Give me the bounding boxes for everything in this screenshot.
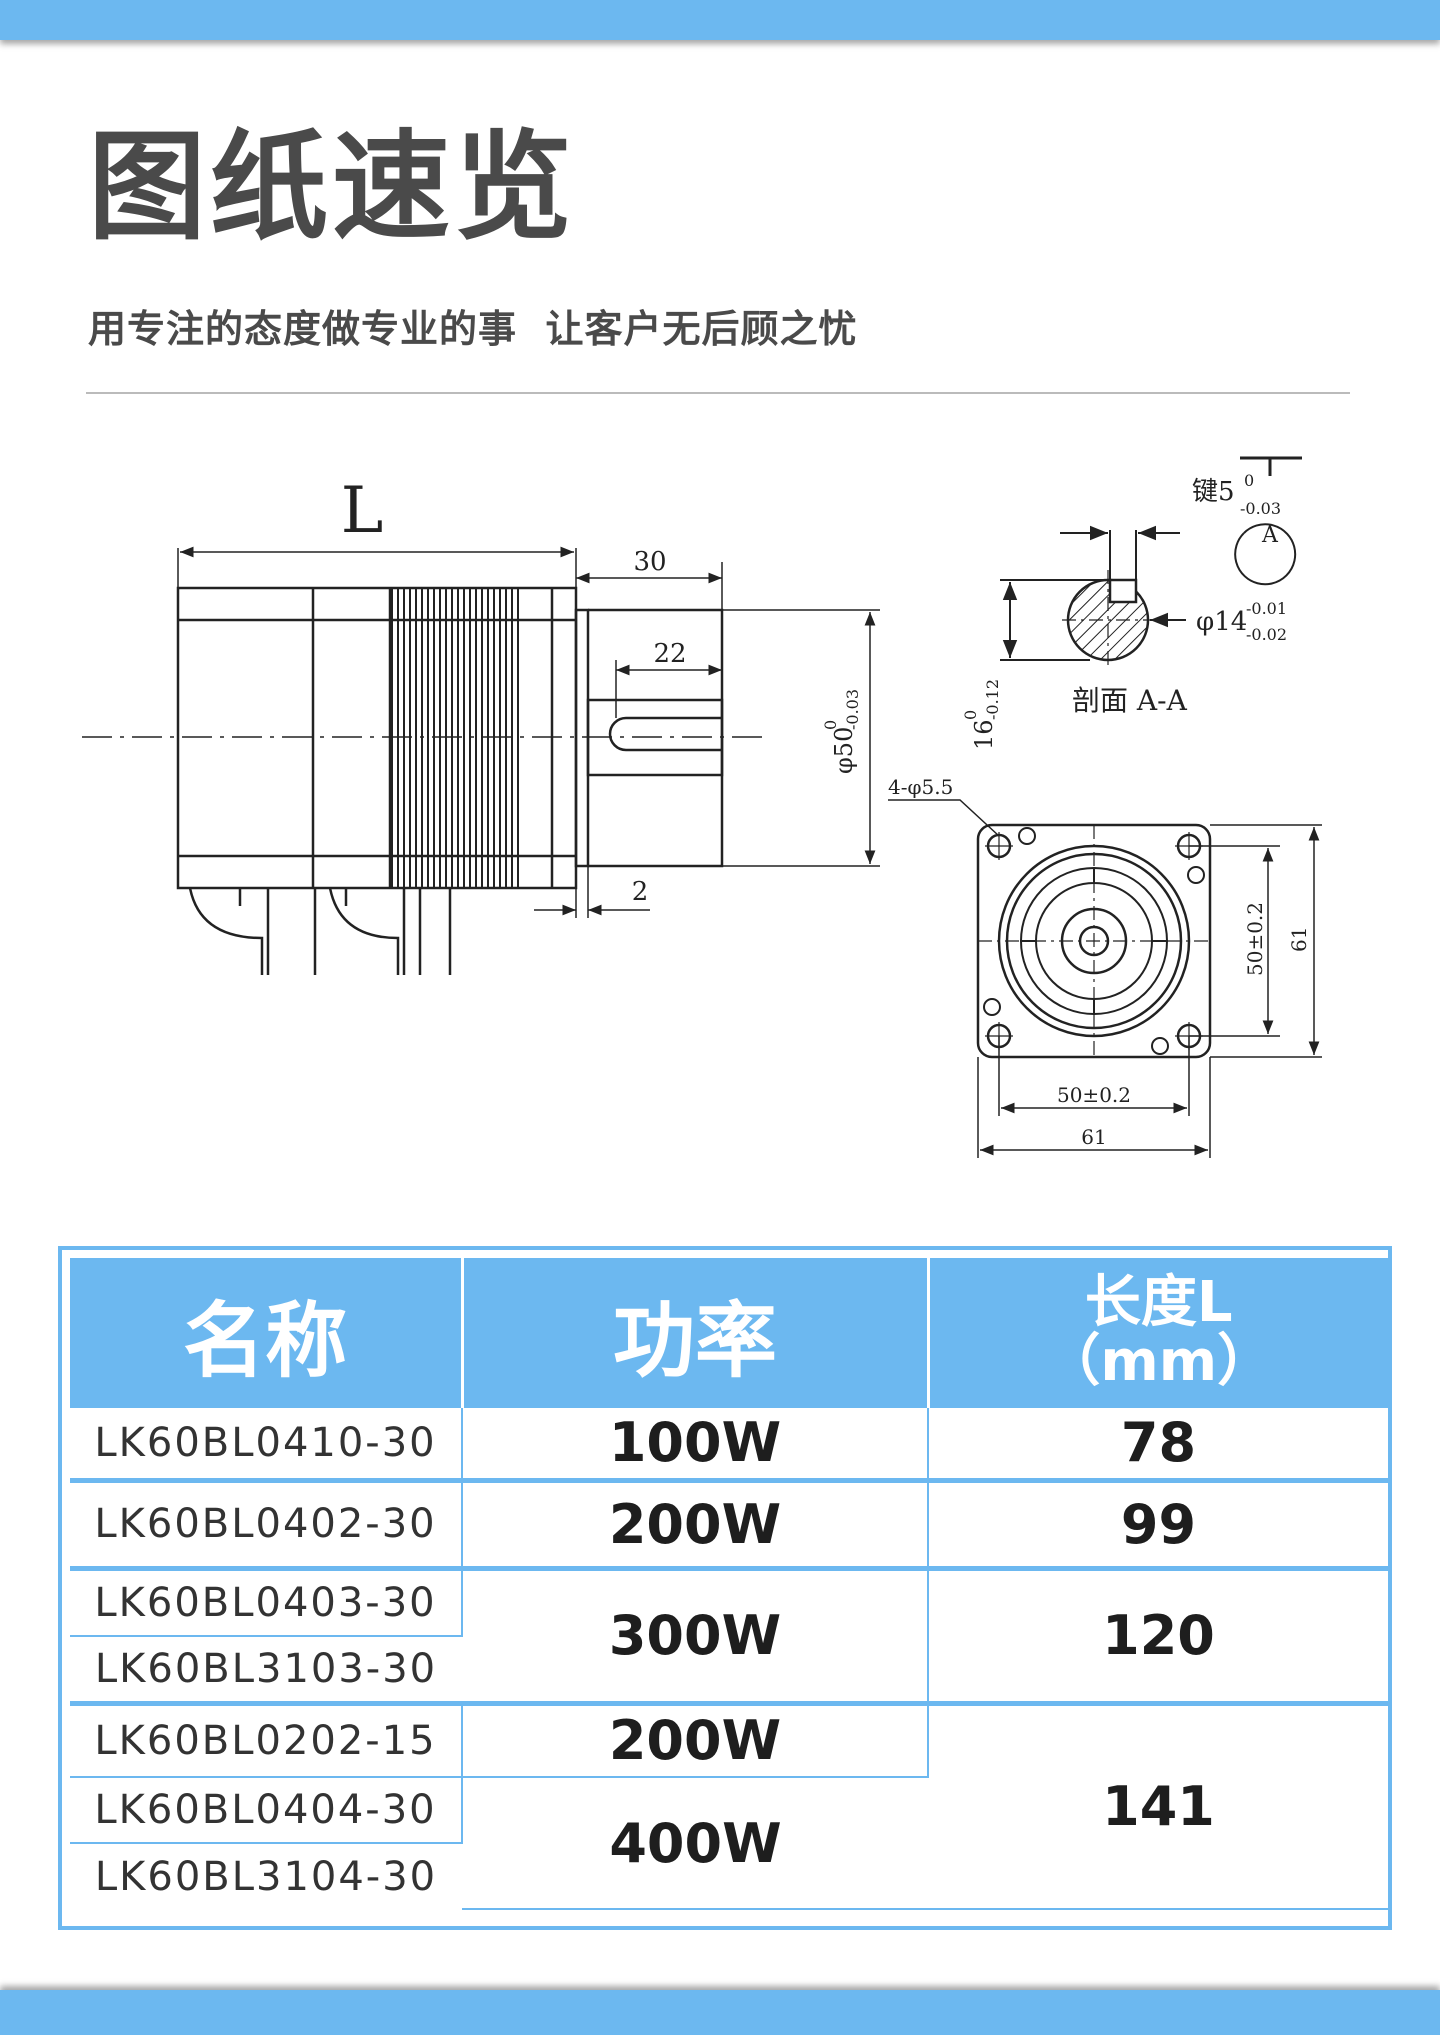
front-view-dimensions [888, 799, 1322, 1158]
key-label: 键5 0 -0.03 [1192, 471, 1281, 518]
length-value: 99 [928, 1480, 1388, 1571]
dim-hole-spacing-h: 50±0.2 [1057, 1083, 1131, 1107]
header-length-line1: 长度L [1084, 1270, 1233, 1336]
dim-shaft-diameter: φ50 0 -0.03 [821, 689, 862, 774]
section-label: 剖面 A-A [1072, 684, 1188, 717]
model-name: LK60BL3103-30 [70, 1635, 462, 1706]
svg-text:0: 0 [1244, 471, 1254, 490]
svg-text:-0.01: -0.01 [1246, 599, 1287, 618]
model-name: LK60BL0404-30 [70, 1777, 463, 1844]
svg-text:键5: 键5 [1192, 477, 1235, 507]
model-name: LK60BL3104-30 [94, 1853, 438, 1900]
power-value: 200W [462, 1703, 929, 1778]
page-title: 图纸速览 [88, 118, 577, 256]
table-row: LK60BL0410-30 100W 78 [70, 1408, 1388, 1483]
table-row: LK60BL0402-30 200W 99 [70, 1480, 1388, 1571]
header-length: 长度L （mm） [928, 1258, 1388, 1408]
svg-text:-0.02: -0.02 [1246, 625, 1287, 644]
svg-text:φ50: φ50 [830, 727, 858, 774]
length-value: 141 [928, 1703, 1388, 1910]
svg-text:-0.03: -0.03 [843, 689, 862, 730]
spec-table-frame: 名称 功率 长度L （mm） LK60BL0410-30 100W 78 LK6… [58, 1246, 1392, 1930]
table-row: LK60BL0202-15 200W 141 [70, 1703, 1388, 1910]
dim-flange-h: 61 [1081, 1125, 1106, 1149]
header-name: 名称 [70, 1258, 464, 1408]
svg-text:0: 0 [821, 720, 840, 730]
svg-text:-0.03: -0.03 [1240, 499, 1281, 518]
dim-label-22: 22 [653, 639, 686, 669]
dim-label-L: L [341, 474, 384, 548]
table-header-row: 名称 功率 长度L （mm） [70, 1258, 1388, 1408]
model-name: LK60BL0403-30 [70, 1568, 463, 1637]
table-row: LK60BL0403-30 300W 120 [70, 1568, 1388, 1706]
svg-text:16: 16 [970, 719, 998, 750]
svg-text:0: 0 [961, 710, 980, 720]
section-a-a [1000, 456, 1302, 670]
top-accent-band [0, 0, 1440, 40]
front-view-centerlines [978, 825, 1210, 1057]
dim-label-30: 30 [633, 547, 666, 577]
svg-text:φ14: φ14 [1196, 607, 1247, 637]
power-value: 100W [462, 1408, 929, 1483]
header-divider [86, 392, 1350, 394]
header-length-line2: （mm） [1044, 1329, 1274, 1394]
table-row: LK60BL0404-30 400W [70, 1777, 1388, 1910]
page-subtitle: 用专注的态度做专业的事 让客户无后顾之忧 [88, 307, 858, 351]
dim-hole-spacing-v: 50±0.2 [1243, 902, 1267, 976]
power-value: 300W [462, 1568, 929, 1706]
table-row: LK60BL3104-30 [70, 1843, 1388, 1909]
dim-label-2: 2 [632, 877, 649, 907]
section-marker-label: A [1261, 523, 1279, 548]
key-height-label: 16 0 -0.12 [961, 679, 1002, 750]
bottom-accent-band [0, 1990, 1440, 2035]
model-name: LK60BL0202-15 [70, 1703, 463, 1778]
motor-side-view [82, 586, 770, 975]
dimension-drawing: L 30 22 2 φ50 0 -0.03 键5 0 -0.03 A φ14 - [82, 456, 1322, 1158]
model-name: LK60BL0410-30 [70, 1408, 463, 1483]
stator-fins [391, 588, 519, 888]
spec-table: 名称 功率 长度L （mm） LK60BL0410-30 100W 78 LK6… [70, 1258, 1388, 1910]
model-name: LK60BL0402-30 [70, 1480, 463, 1571]
shaft-diameter-label: φ14 -0.01 -0.02 [1196, 599, 1287, 644]
side-view-dimensions [177, 546, 880, 918]
header-power: 功率 [462, 1258, 930, 1408]
length-value: 120 [928, 1568, 1388, 1706]
dim-flange-v: 61 [1287, 927, 1311, 952]
power-value: 200W [462, 1480, 929, 1571]
svg-text:-0.12: -0.12 [983, 679, 1002, 720]
holes-label: 4-φ5.5 [888, 775, 953, 799]
length-value: 78 [928, 1408, 1388, 1483]
table-row: LK60BL3103-30 [70, 1635, 1388, 1706]
power-value: 400W [462, 1777, 928, 1910]
